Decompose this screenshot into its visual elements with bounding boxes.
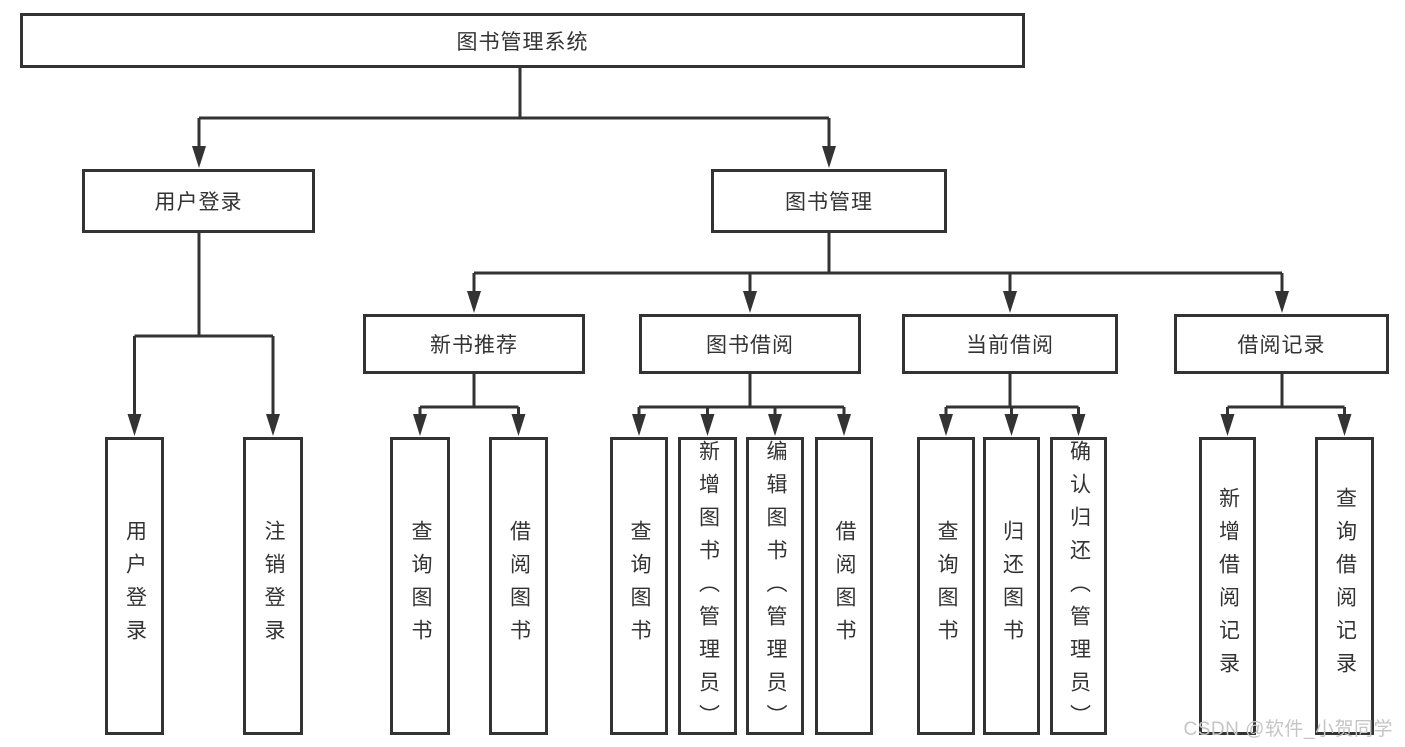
leaf-records-query-record: 查询借阅记录 xyxy=(1315,437,1374,735)
node-borrow-records: 借阅记录 xyxy=(1174,314,1389,374)
node-root: 图书管理系统 xyxy=(20,13,1025,68)
leaf-records-add-record: 新增借阅记录 xyxy=(1199,437,1256,735)
leaf-current-confirm-return-admin: 确认归还（管理员） xyxy=(1050,437,1107,737)
arrowheads xyxy=(127,146,1352,436)
leaf-borrow-borrow-book: 借阅图书 xyxy=(815,437,873,735)
node-book-borrow: 图书借阅 xyxy=(639,314,861,374)
leaf-recommend-borrow-book: 借阅图书 xyxy=(489,437,548,735)
leaf-recommend-query-book: 查询图书 xyxy=(390,437,450,735)
leaf-current-return-book: 归还图书 xyxy=(983,437,1040,735)
watermark: CSDN @软件_小贺同学 xyxy=(1183,719,1393,740)
node-new-book-recommend: 新书推荐 xyxy=(363,314,585,374)
node-current-borrow: 当前借阅 xyxy=(902,314,1118,374)
leaf-borrow-edit-book-admin: 编辑图书（管理员） xyxy=(746,437,804,737)
leaf-user-login: 用户登录 xyxy=(105,437,164,735)
leaf-logout: 注销登录 xyxy=(243,437,303,735)
node-user-login: 用户登录 xyxy=(82,169,315,233)
leaf-borrow-add-book-admin: 新增图书（管理员） xyxy=(678,437,737,737)
leaf-current-query-book: 查询图书 xyxy=(917,437,975,735)
leaf-borrow-query-book: 查询图书 xyxy=(610,437,668,735)
node-book-manage: 图书管理 xyxy=(711,169,947,233)
